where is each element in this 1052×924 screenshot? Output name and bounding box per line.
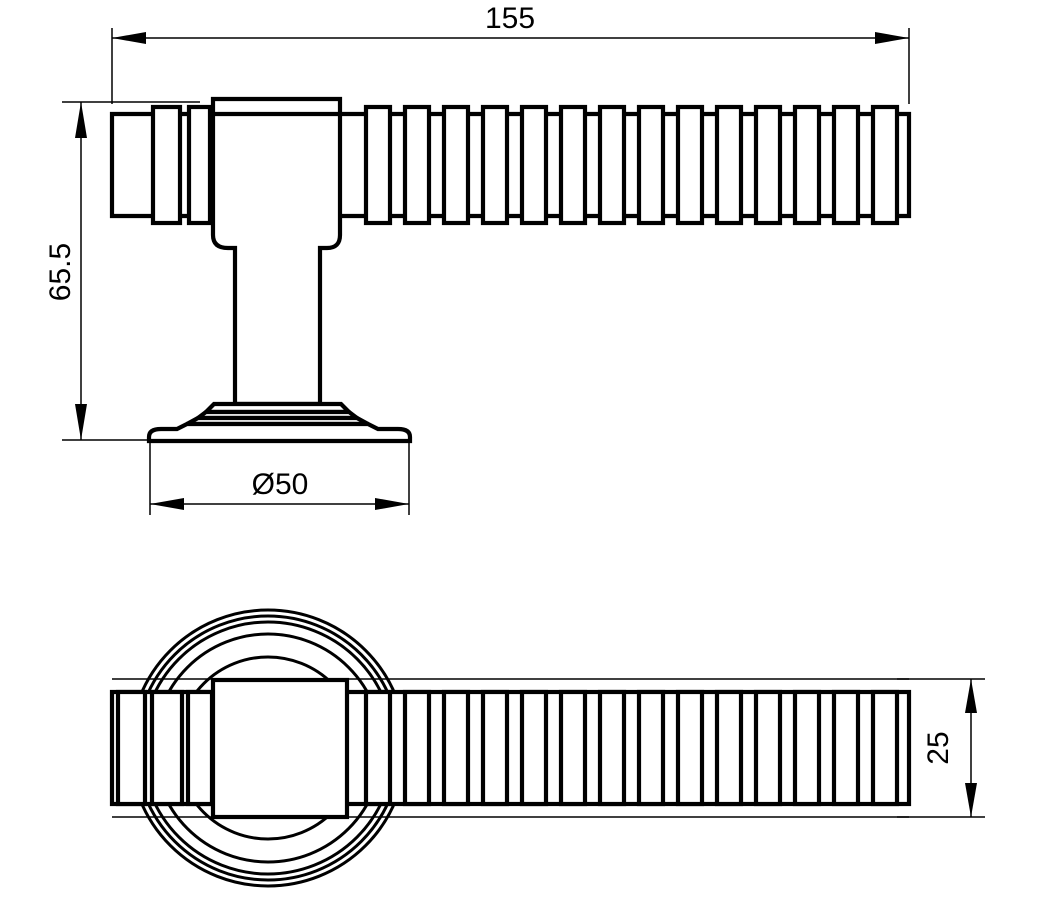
arrowhead-top — [965, 679, 977, 713]
plan-rib-right-9 — [675, 689, 705, 807]
plan-rib-left-1 — [115, 689, 148, 807]
plan-rib-right-14 — [870, 689, 900, 807]
arrowhead-bottom — [965, 783, 977, 817]
handle-stem — [210, 216, 343, 407]
arrowhead-left — [150, 498, 184, 510]
arrowhead-right — [375, 498, 409, 510]
rib-right-14 — [870, 104, 900, 226]
plan-rib-right-13 — [831, 689, 861, 807]
plan-rib-left-2 — [149, 689, 185, 807]
rib-right-1 — [363, 104, 393, 226]
plan-rib-right-11 — [753, 689, 783, 807]
rib-right-10 — [714, 104, 744, 226]
plan-right-rib-group — [363, 689, 900, 807]
rib-right-8 — [636, 104, 666, 226]
right-rib-group — [363, 104, 900, 226]
dimension-label-overall-height: 65.5 — [44, 243, 77, 301]
rib-right-4 — [480, 104, 510, 226]
arrowhead-left — [112, 32, 146, 44]
rib-right-11 — [753, 104, 783, 226]
dimension-label-rosette-diameter: Ø50 — [252, 468, 309, 501]
plan-rib-right-4 — [480, 689, 510, 807]
dimension-label-bar-width: 25 — [922, 731, 955, 764]
rib-right-7 — [597, 104, 627, 226]
rib-right-9 — [675, 104, 705, 226]
rib-right-12 — [792, 104, 822, 226]
rosette-flange — [146, 421, 413, 444]
plan-rib-right-5 — [519, 689, 549, 807]
rib-right-13 — [831, 104, 861, 226]
rosette-base — [146, 401, 413, 444]
plan-rib-right-6 — [558, 689, 588, 807]
dimension-rosette-diameter: Ø50 — [149, 441, 410, 515]
plan-view — [109, 608, 912, 888]
plan-left-rib-group — [115, 689, 215, 807]
plan-rib-right-8 — [636, 689, 666, 807]
dimension-bar-width: 25 — [897, 678, 985, 818]
arrowhead-bottom — [75, 404, 87, 440]
plan-rib-right-7 — [597, 689, 627, 807]
side-elevation-view — [109, 96, 912, 444]
plan-rib-left-3 — [185, 689, 215, 807]
plan-rib-right-12 — [792, 689, 822, 807]
arrowhead-right — [875, 32, 909, 44]
plan-rib-right-10 — [714, 689, 744, 807]
rib-right-3 — [441, 104, 471, 226]
square-boss-plan — [210, 677, 350, 820]
rib-right-2 — [402, 104, 432, 226]
arrowhead-top — [75, 102, 87, 138]
rib-right-6 — [558, 104, 588, 226]
dimension-label-overall-length: 155 — [485, 2, 535, 35]
dimension-overall-length: 155 — [111, 2, 910, 104]
handle-bar-body — [109, 96, 912, 219]
plan-rib-right-2 — [402, 689, 432, 807]
plan-rib-right-1 — [363, 689, 393, 807]
left-rib-group — [150, 104, 213, 226]
dimension-overall-height: 65.5 — [44, 101, 200, 441]
rib-left-2 — [186, 104, 213, 226]
rib-left-1 — [150, 104, 183, 226]
rib-right-5 — [519, 104, 549, 226]
plan-rib-right-3 — [441, 689, 471, 807]
